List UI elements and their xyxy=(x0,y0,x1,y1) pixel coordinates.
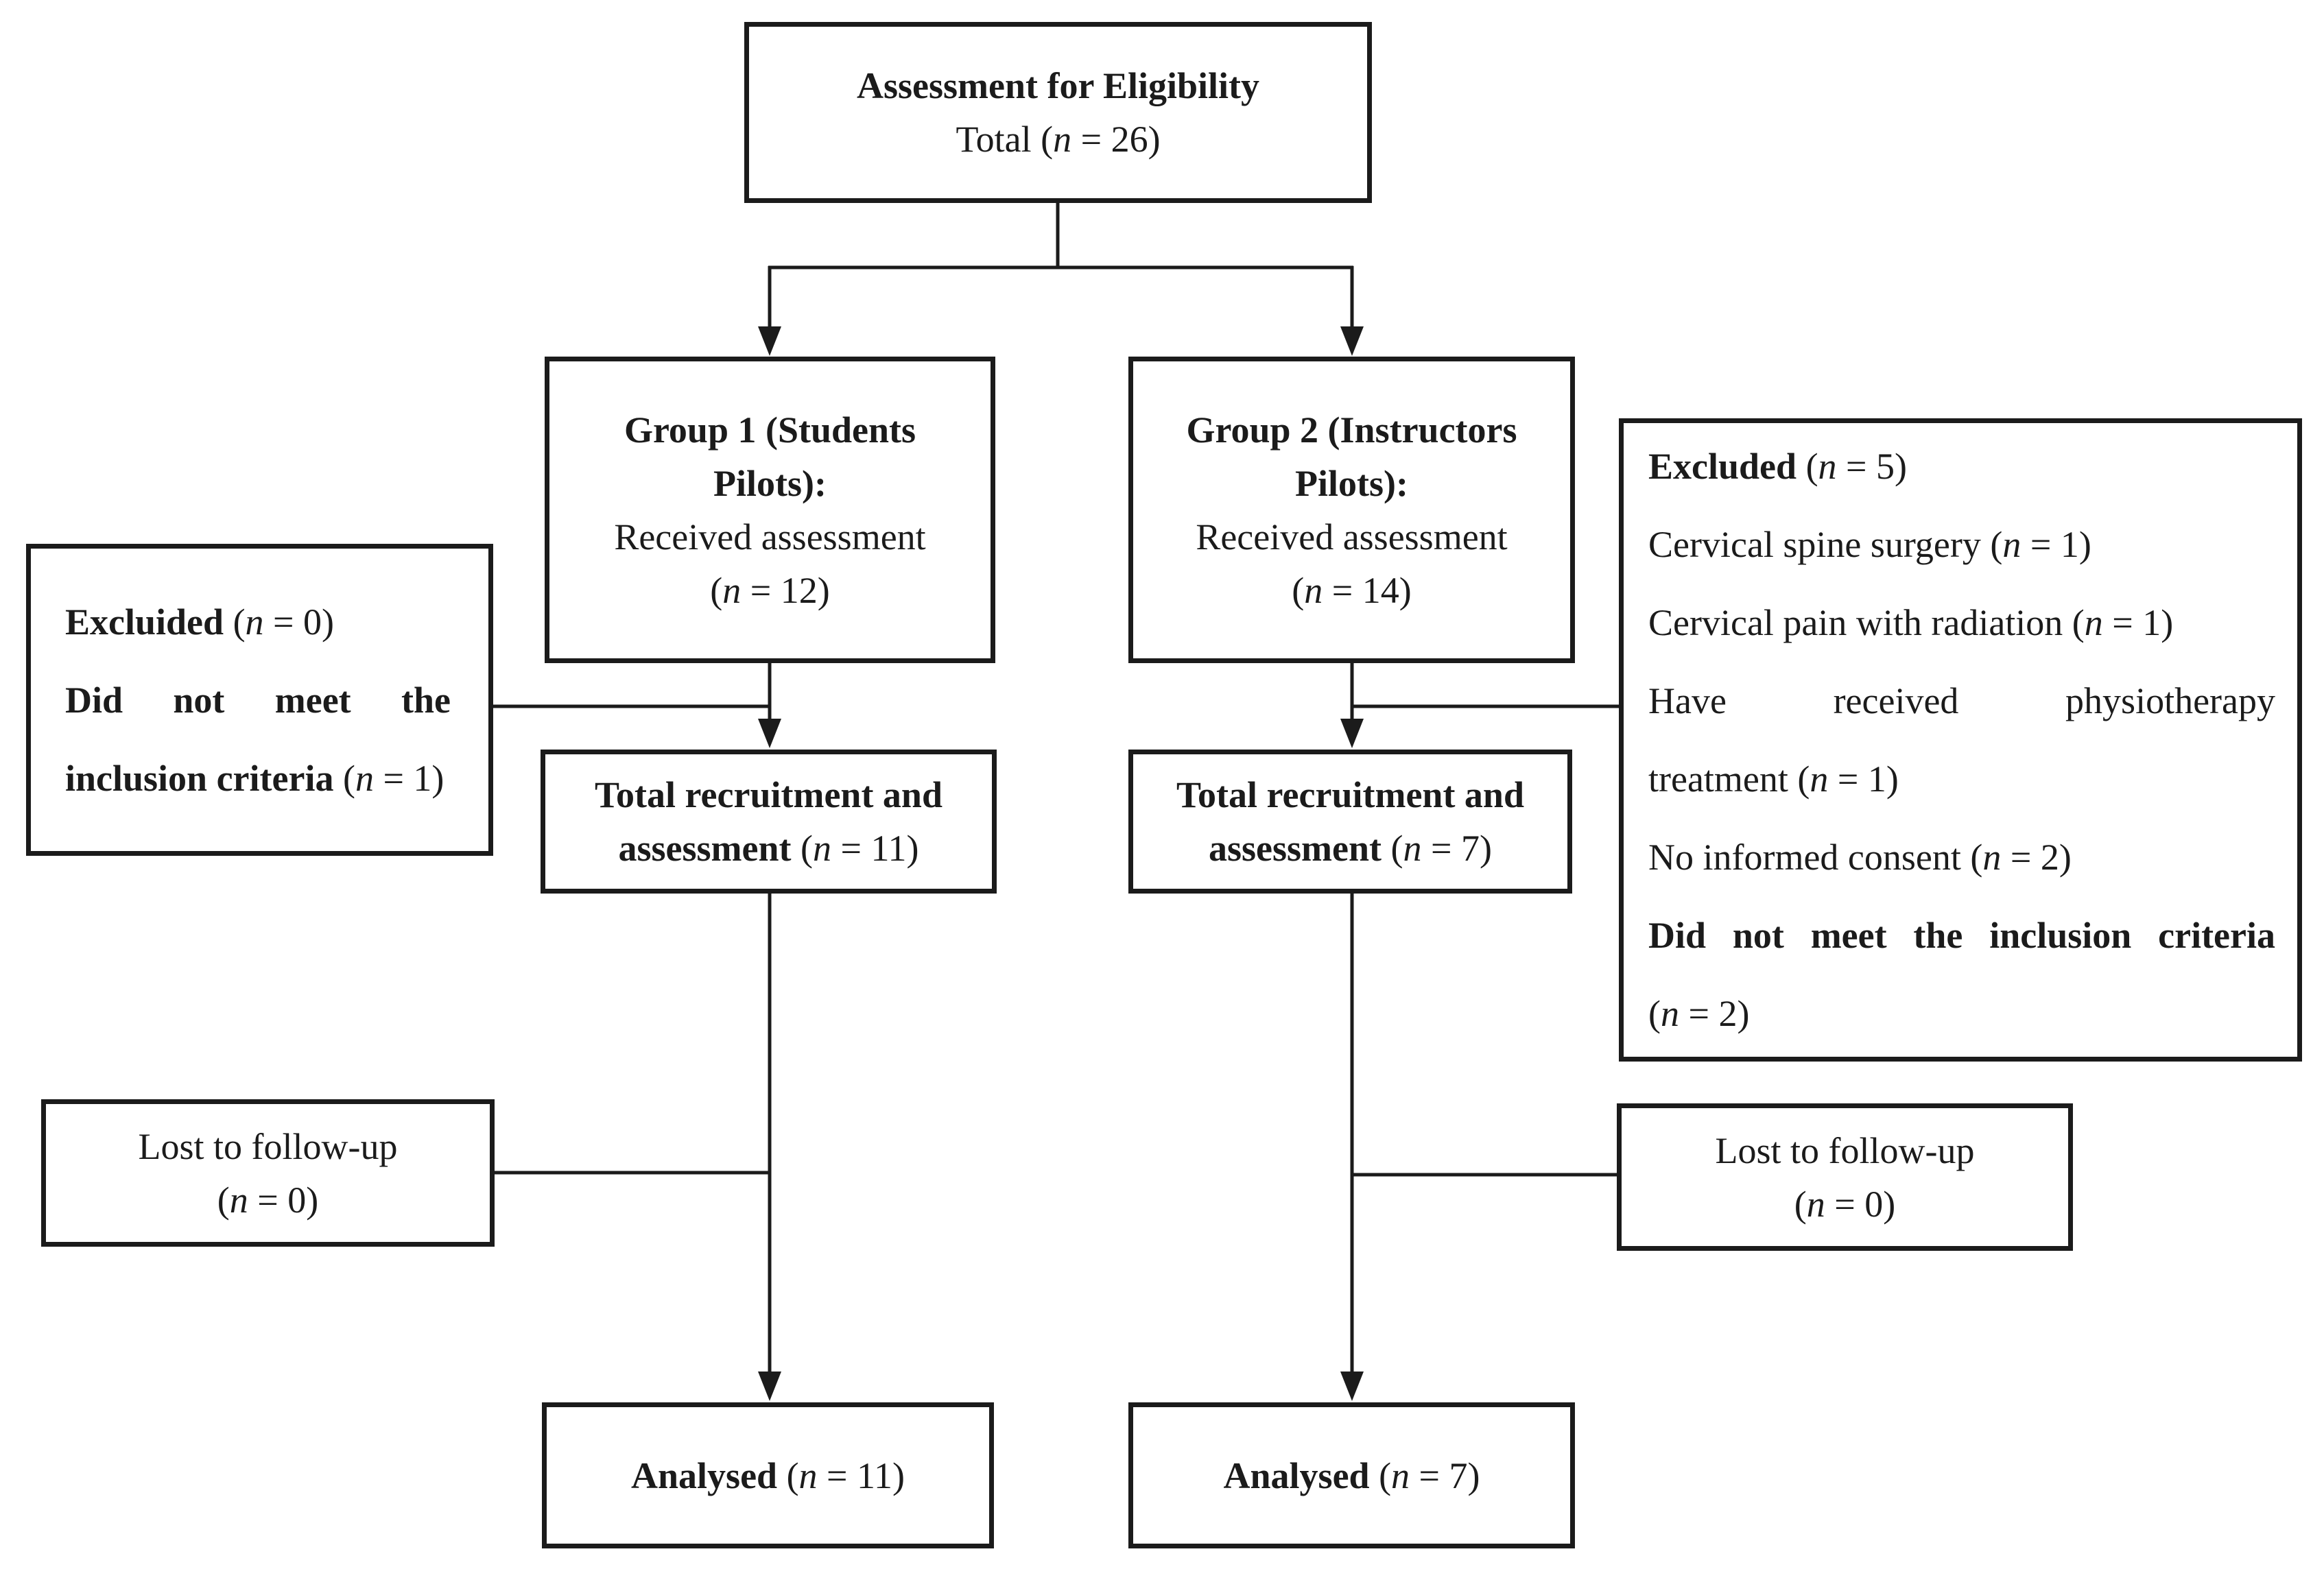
arrowhead-group1 xyxy=(758,326,781,356)
lost-followup-2-text: Lost to follow-up(n = 0) xyxy=(1715,1129,1975,1225)
analysed-2-text: Analysed (n = 7) xyxy=(1223,1454,1480,1496)
arrowhead-analysed2 xyxy=(1340,1372,1364,1401)
arrowhead-group2 xyxy=(1340,326,1364,356)
analysed-1-text: Analysed (n = 11) xyxy=(631,1454,905,1496)
analysed-1-box: Analysed (n = 11) xyxy=(542,1402,994,1548)
analysed-2-box: Analysed (n = 7) xyxy=(1128,1402,1575,1548)
lost-followup-1-box: Lost to follow-up(n = 0) xyxy=(41,1099,495,1247)
lost-followup-1-text: Lost to follow-up(n = 0) xyxy=(138,1125,398,1221)
arrowhead-total2 xyxy=(1340,719,1364,748)
arrowhead-total1 xyxy=(758,719,781,748)
lost-followup-2-box: Lost to follow-up(n = 0) xyxy=(1617,1103,2073,1251)
excluded-right-text: Excluded (n = 5)Cervical spine surgery (… xyxy=(1648,446,2275,1034)
excluded-right-box: Excluded (n = 5)Cervical spine surgery (… xyxy=(1619,418,2302,1062)
arrowhead-analysed1 xyxy=(758,1372,781,1401)
